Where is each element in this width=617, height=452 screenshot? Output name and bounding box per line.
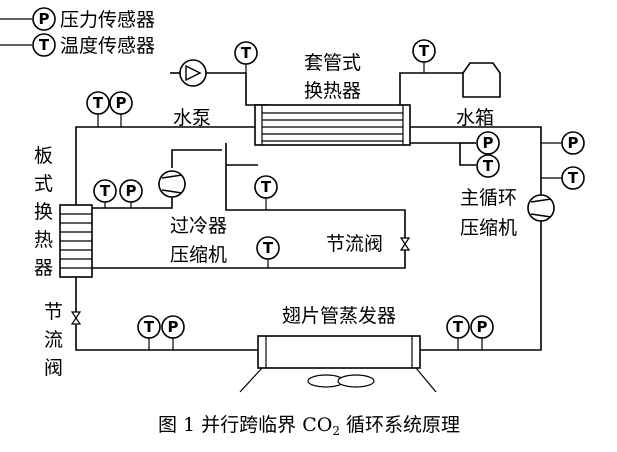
sensor-symbol: T [93, 94, 104, 112]
plate-hx-char-5: 器 [34, 257, 53, 279]
sensor-symbol: T [453, 318, 464, 336]
sensor-symbol: P [168, 318, 179, 336]
temperature-sensor-icon [446, 315, 470, 339]
temperature-sensor-icon [256, 236, 280, 260]
sensor-symbol: T [241, 44, 252, 62]
pressure-sensor-icon [561, 131, 585, 155]
legend-pressure-label: 压力传感器 [60, 9, 155, 31]
sensor-symbol: T [419, 42, 430, 60]
tube-heat-exchanger-icon [254, 104, 411, 146]
subcooler-compressor-icon [158, 170, 186, 198]
subcooler-label-1: 过冷器 [170, 215, 227, 237]
throttle-valve-left-icon [70, 311, 82, 325]
tube-hx-label-2: 换热器 [304, 80, 361, 102]
piping [75, 72, 542, 351]
pump-label: 水泵 [173, 107, 211, 129]
sensors: T T T P T P T T P T P [86, 39, 585, 350]
sensor-symbol: T [483, 157, 494, 175]
pressure-sensor-icon [476, 131, 500, 155]
plate-hx-char-4: 热 [34, 229, 53, 251]
plate-hx-char-2: 式 [34, 173, 53, 195]
legend-temperature-symbol: T [39, 36, 50, 54]
main-compressor-label-2: 压缩机 [460, 217, 517, 239]
pressure-sensor-icon [161, 315, 185, 339]
sensor-symbol: T [144, 318, 155, 336]
subcooler-label-2: 压缩机 [170, 244, 227, 266]
sensor-symbol: T [261, 178, 272, 196]
figure-caption: 图 1 并行跨临界 CO2 循环系统原理 [158, 414, 460, 438]
temperature-sensor-icon [137, 315, 161, 339]
main-compressor-label-1: 主循环 [460, 187, 517, 209]
throttle-valve-left-label: 节 流 阀 [44, 301, 63, 379]
pressure-sensor-icon [109, 91, 133, 115]
sensor-symbol: P [483, 134, 494, 152]
legend-temperature-label: 温度传感器 [60, 35, 155, 57]
sensor-symbol: T [568, 169, 579, 187]
evaporator-label: 翅片管蒸发器 [282, 305, 396, 327]
water-pump-icon [170, 59, 207, 87]
temperature-sensor-icon [86, 91, 110, 115]
throttle-valve-right-label: 节流阀 [326, 233, 383, 255]
throttle-valve-right-icon [399, 237, 411, 251]
legend-pressure-symbol: P [39, 10, 50, 28]
sensor-symbol: P [116, 94, 127, 112]
temperature-sensor-icon [561, 166, 585, 190]
plate-hx-char-1: 板 [34, 145, 53, 167]
temperature-sensor-icon [93, 179, 117, 203]
fan-icon [307, 374, 375, 388]
main-compressor-icon [527, 194, 555, 222]
temperature-sensor-icon [254, 175, 278, 199]
caption-subscript: 2 [332, 424, 340, 438]
throttle-left-char-2: 流 [44, 329, 63, 351]
evaporator-icon [239, 335, 437, 393]
water-tank-label: 水箱 [456, 107, 494, 129]
caption-prefix: 图 1 并行跨临界 CO [158, 414, 332, 436]
plate-heat-exchanger-icon [59, 204, 93, 278]
throttle-left-char-3: 阀 [44, 357, 63, 379]
plate-hx-char-3: 换 [34, 201, 53, 223]
water-tank-icon [462, 62, 501, 98]
pressure-sensor-icon [119, 179, 143, 203]
pressure-sensor-icon [470, 315, 494, 339]
sensor-symbol: P [568, 134, 579, 152]
throttle-left-char-1: 节 [44, 301, 63, 323]
sensor-symbol: P [477, 318, 488, 336]
plate-hx-label: 板 式 换 热 器 [34, 145, 53, 279]
temperature-sensor-icon [476, 154, 500, 178]
temperature-sensor-icon [234, 41, 258, 65]
caption-suffix: 循环系统原理 [340, 414, 460, 436]
temperature-sensor-icon [412, 39, 436, 63]
sensor-symbol: T [263, 239, 274, 257]
sensor-symbol: T [100, 182, 111, 200]
sensor-symbol: P [126, 182, 137, 200]
tube-hx-label-1: 套管式 [304, 52, 361, 74]
legend: P 压力传感器 T 温度传感器 [0, 7, 155, 57]
